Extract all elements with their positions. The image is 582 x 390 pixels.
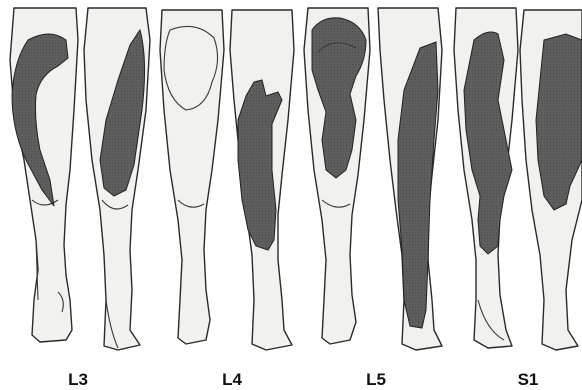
leg-back-view-l4 [160, 10, 224, 344]
panel-s1: S1 [454, 8, 582, 389]
label-l4: L4 [222, 370, 242, 389]
panel-l3: L3 [10, 8, 150, 389]
label-s1: S1 [518, 370, 539, 389]
label-l3: L3 [68, 370, 88, 389]
panel-l4: L4 [160, 10, 294, 389]
label-l5: L5 [366, 370, 386, 389]
panel-l5: L5 [304, 8, 442, 389]
